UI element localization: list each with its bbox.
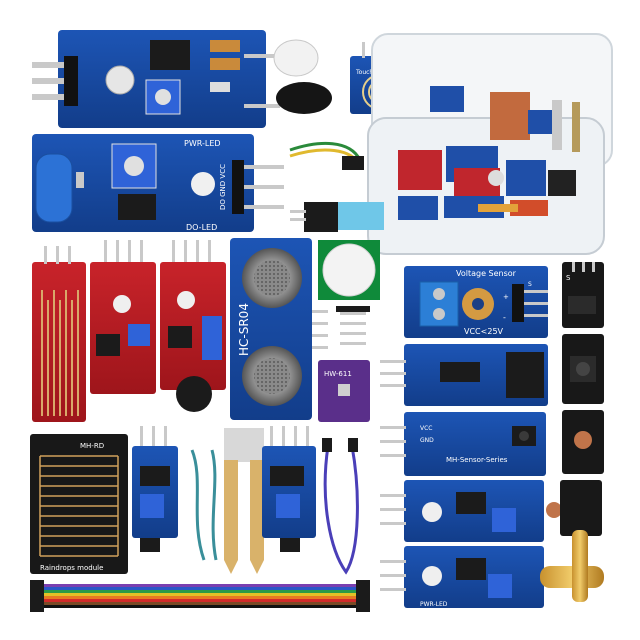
pwr-led-label: PWR-LED bbox=[184, 139, 221, 148]
mh-rd-label: MH-RD bbox=[80, 442, 104, 450]
mh-sensor-series-label: MH-Sensor-Series bbox=[446, 456, 508, 464]
light-sensor-module bbox=[380, 480, 562, 542]
soil-moisture-probe bbox=[190, 428, 264, 574]
water-level-sensor bbox=[32, 246, 86, 422]
voltage-plus-label: + bbox=[503, 293, 509, 301]
dupont-ribbon-cable bbox=[30, 580, 370, 612]
hw-611-label: HW-611 bbox=[324, 370, 352, 378]
extra-pins bbox=[572, 262, 595, 272]
do-gnd-vcc-label: DO GND VCC bbox=[219, 164, 227, 210]
voltage-sensor-module: Voltage Sensor VCC<25V S + - bbox=[404, 266, 548, 338]
ky-module-3 bbox=[562, 410, 604, 474]
do-led-label: DO-LED bbox=[186, 223, 217, 232]
vcc-25v-label: VCC<25V bbox=[464, 327, 504, 336]
pir-motion-sensor bbox=[318, 240, 380, 300]
ir-vcc-label: VCC bbox=[420, 425, 432, 432]
header-pins bbox=[336, 306, 370, 345]
relay-module bbox=[380, 344, 548, 406]
ir-gnd-label: GND bbox=[420, 437, 434, 444]
voltage-minus-label: - bbox=[503, 313, 506, 322]
ir-obstacle-sensor: MH-Sensor-Series VCC GND bbox=[380, 412, 546, 476]
dht11-sensor bbox=[290, 202, 384, 232]
voltage-s-label: S bbox=[528, 281, 532, 288]
ultrasonic-sensor-hc-sr04: HC-SR04 bbox=[230, 238, 328, 420]
hc-sr04-label: HC-SR04 bbox=[237, 303, 251, 356]
hall-sensor-module bbox=[90, 240, 156, 394]
soil-control-board bbox=[262, 426, 316, 552]
flame-sensor-module bbox=[32, 30, 332, 128]
jumper-wire-bundle bbox=[289, 141, 364, 170]
plastic-storage-box bbox=[367, 33, 613, 255]
raindrop-sensor-panel: MH-RD Raindrops module bbox=[30, 434, 128, 574]
vibration-sensor-module: PWR-LED bbox=[380, 546, 604, 608]
sound-sensor-module bbox=[160, 240, 226, 412]
tilt-sensor-module: PWR-LED DO-LED DO GND VCC bbox=[32, 134, 284, 232]
ky1-s-label: S bbox=[566, 274, 571, 282]
bmp280-hw611-module: HW-611 bbox=[318, 360, 370, 422]
ky-module-2 bbox=[562, 334, 604, 404]
vib-pwr-led-label: PWR-LED bbox=[420, 601, 448, 608]
ky-module-1: S bbox=[562, 262, 604, 328]
raindrops-module-label: Raindrops module bbox=[40, 564, 103, 572]
raindrop-control-board bbox=[132, 426, 178, 552]
purple-jumper-wires bbox=[322, 438, 359, 575]
voltage-sensor-label: Voltage Sensor bbox=[456, 269, 517, 278]
ky-module-4 bbox=[560, 480, 602, 602]
